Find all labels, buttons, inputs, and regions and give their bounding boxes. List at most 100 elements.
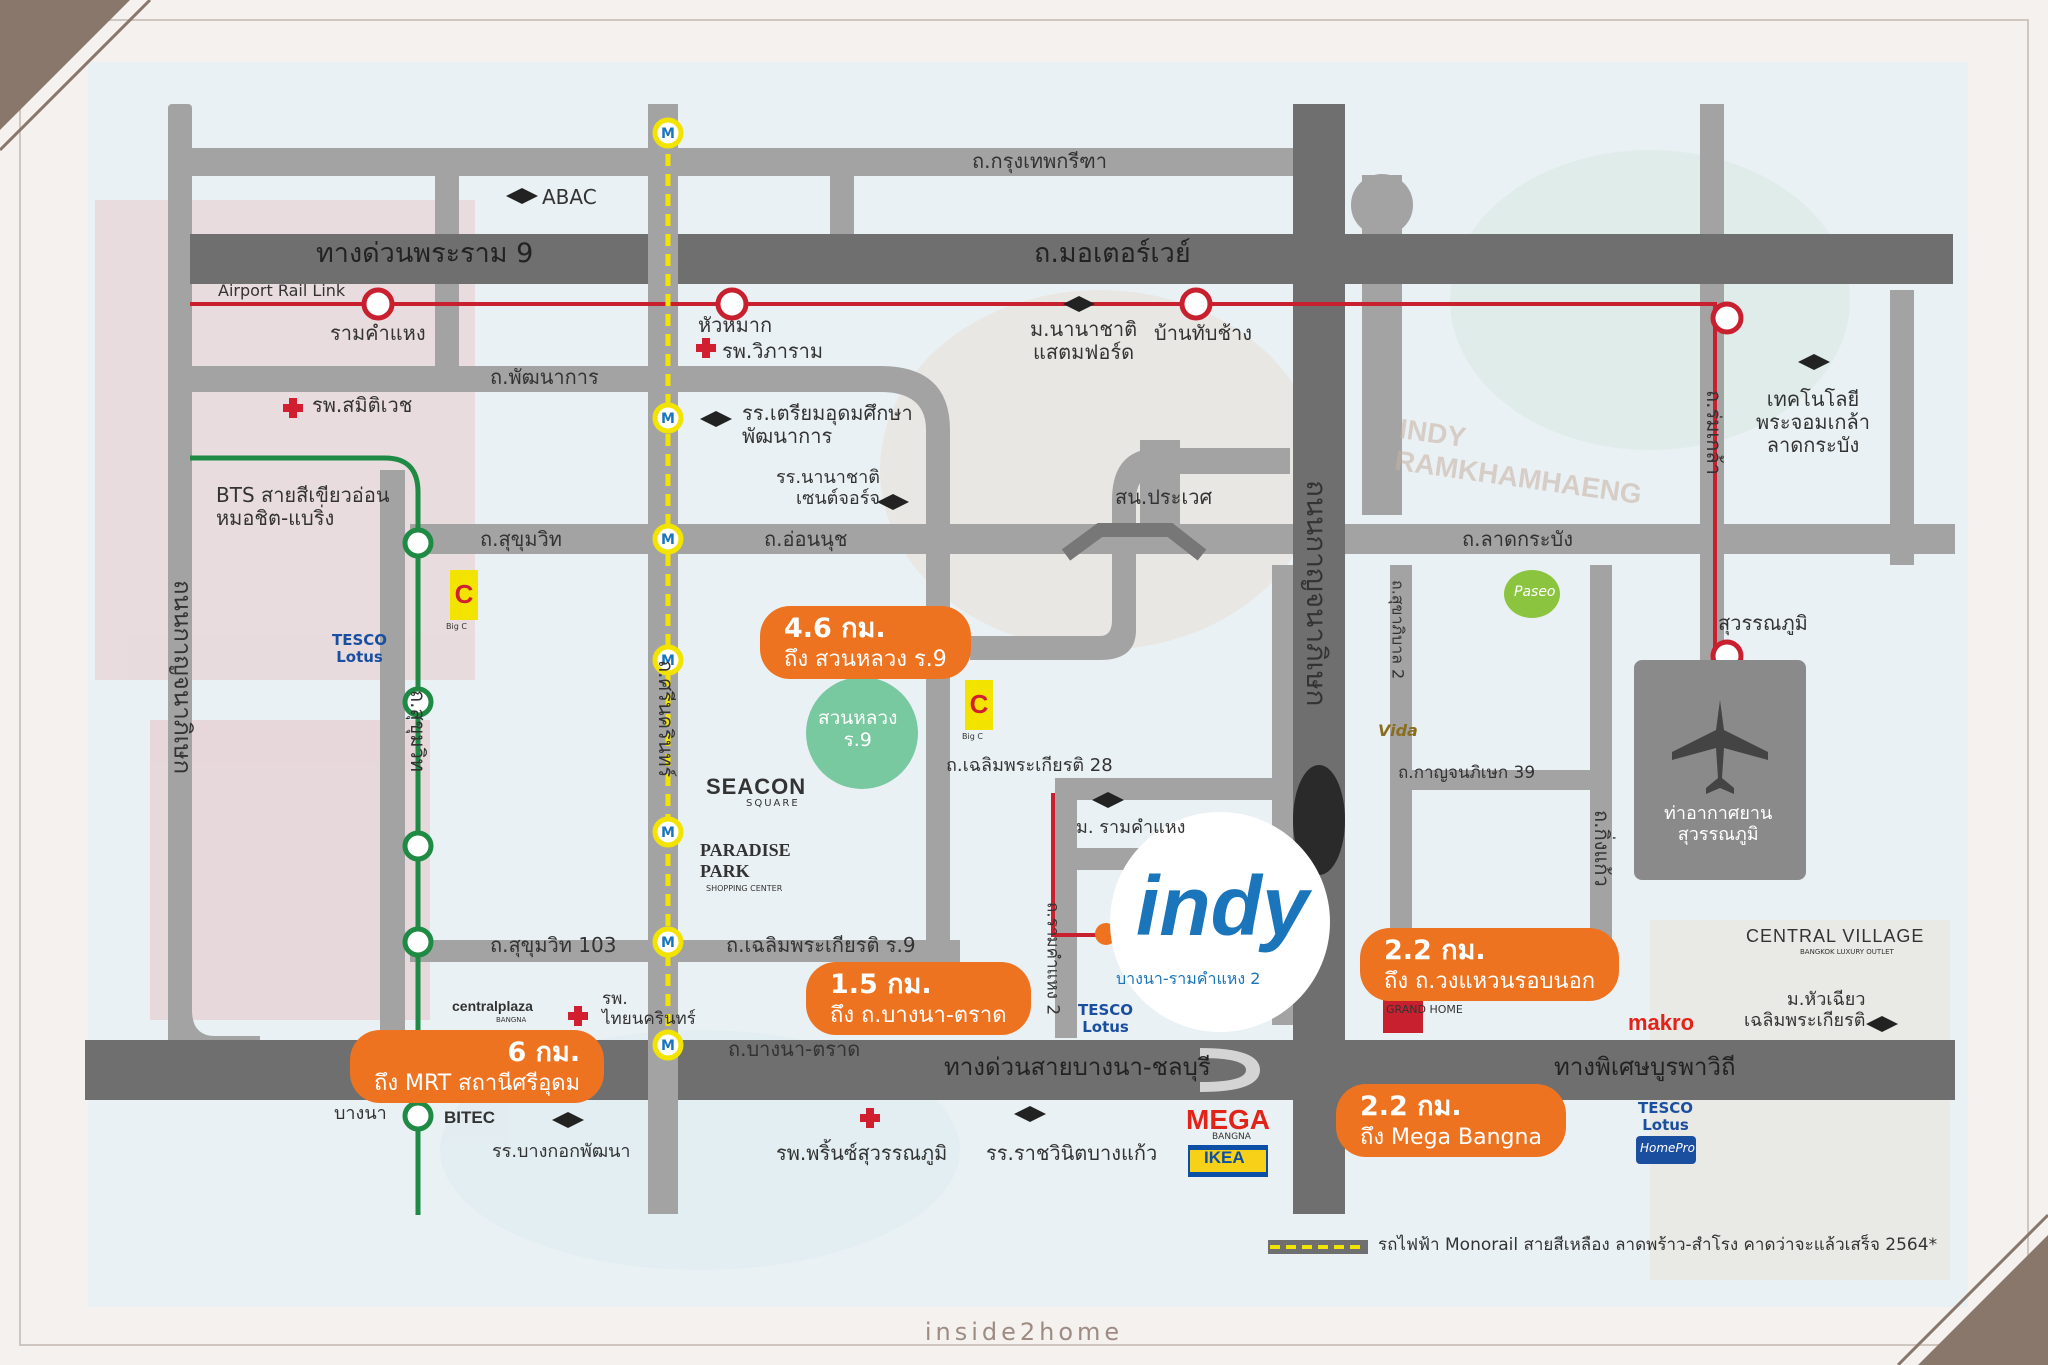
callout-suan-luang-km: 4.6 กม. bbox=[784, 613, 886, 644]
callout-outer-ring-km: 2.2 กม. bbox=[1384, 935, 1486, 966]
place-paseo: Paseo bbox=[1514, 584, 1556, 600]
svg-text:M: M bbox=[661, 532, 675, 548]
place-seacon: SEACON bbox=[706, 774, 807, 799]
place-bangkok-pattana: รร.บางกอกพัฒนา bbox=[492, 1141, 631, 1162]
place-central-village-sub: BANGKOK LUXURY OUTLET bbox=[1800, 948, 1894, 956]
place-stamford: ม.นานาชาติ แสตมฟอร์ด bbox=[1030, 317, 1138, 364]
indy-logo-subtitle: บางนา-รามคำแหง 2 bbox=[1116, 969, 1261, 988]
airplane-icon bbox=[1672, 700, 1768, 794]
road-kanchanaphisek39: ถ.กาญจนภิเษก 39 bbox=[1398, 763, 1536, 783]
place-ikea: IKEA bbox=[1204, 1148, 1245, 1167]
callout-mrt-text: ถึง MRT สถานีศรีอุดม bbox=[374, 1070, 581, 1096]
road-pattanakan: ถ.พัฒนาการ bbox=[490, 365, 599, 389]
legend-monorail: รถไฟฟ้า Monorail สายสีเหลือง ลาดพร้าว-สำ… bbox=[1378, 1235, 1938, 1255]
road-bangna-trad: ถ.บางนา-ตราด bbox=[728, 1037, 861, 1061]
place-tesco-3: TESCO Lotus bbox=[1638, 1099, 1694, 1135]
road-on-nut: ถ.อ่อนนุช bbox=[764, 527, 848, 551]
road-sukhaphiban2: ถ.สุขาภิบาล 2 bbox=[1388, 580, 1408, 680]
station-ramkhamhaeng: รามคำแหง bbox=[330, 321, 426, 345]
road-krungthep-kreetha: ถ.กรุงเทพกรีฑา bbox=[972, 149, 1107, 173]
callout-suan-luang: 4.6 กม. ถึง สวนหลวง ร.9 bbox=[760, 606, 971, 680]
road-motorway: ถ.มอเตอร์เวย์ bbox=[1034, 238, 1191, 269]
place-airport: ท่าอากาศยาน สุวรรณภูมิ bbox=[1664, 803, 1773, 845]
callout-suan-luang-text: ถึง สวนหลวง ร.9 bbox=[784, 646, 947, 672]
callout-bangna-trad-text: ถึง ถ.บางนา-ตราด bbox=[830, 1002, 1007, 1028]
road-ramkhamhaeng2: ถ.รามคำแหง 2 bbox=[1042, 902, 1063, 1016]
bts-line bbox=[190, 455, 421, 1215]
airport-rail-link-line bbox=[190, 302, 1717, 652]
frame-corner-top-left bbox=[0, 0, 130, 130]
svg-text:M: M bbox=[661, 126, 675, 142]
place-rs-wikaram: รพ.วิภาราม bbox=[722, 339, 824, 363]
road-romklao: ถ.ร่มเกล้า bbox=[1702, 390, 1726, 475]
label-bts-line: BTS สายสีเขียวอ่อน หมอชิต-แบริ่ง bbox=[216, 483, 390, 530]
flyover bbox=[1061, 523, 1207, 561]
paseo-logo bbox=[1504, 570, 1560, 618]
big-c-icons: C C bbox=[450, 570, 993, 730]
place-makro: makro bbox=[1628, 1010, 1695, 1035]
place-grand-home: GRAND HOME bbox=[1386, 1003, 1463, 1016]
label-prawet-police: สน.ประเวศ bbox=[1115, 485, 1213, 509]
road-srinakarin: ถ.ศรีนครินทร์ bbox=[654, 660, 678, 778]
expressways bbox=[85, 104, 1955, 1214]
road-sukhumvit-vertical: ถ.สุขุมวิท bbox=[406, 690, 430, 772]
svg-text:C: C bbox=[970, 689, 989, 719]
place-mega: MEGA bbox=[1186, 1104, 1270, 1135]
station-ban-thap-chang: บ้านทับช้าง bbox=[1154, 321, 1253, 345]
road-chalerm9: ถ.เฉลิมพระเกียรติ ร.9 bbox=[726, 933, 916, 957]
place-abac: ABAC bbox=[542, 185, 597, 209]
road-sukhumvit103: ถ.สุขุมวิท 103 bbox=[490, 933, 617, 957]
road-lat-krabang: ถ.ลาดกระบัง bbox=[1462, 527, 1573, 551]
svg-text:M: M bbox=[661, 825, 675, 841]
svg-text:M: M bbox=[661, 1038, 675, 1054]
road-burapha-withi: ทางพิเศษบูรพาวิถี bbox=[1554, 1053, 1736, 1081]
callout-mega-km: 2.2 กม. bbox=[1360, 1091, 1462, 1122]
callout-mrt-km: 6 กม. bbox=[507, 1037, 581, 1068]
place-vida: Vida bbox=[1378, 721, 1418, 740]
place-bitec: BITEC bbox=[444, 1108, 495, 1127]
suan-luang-park bbox=[806, 677, 918, 789]
callout-mrt: 6 กม. ถึง MRT สถานีศรีอุดม bbox=[350, 1030, 605, 1104]
road-king-kaeo: ถ.กิ่งแก้ว bbox=[1590, 810, 1614, 887]
grand-home-logo bbox=[1383, 995, 1423, 1033]
place-central-village: CENTRAL VILLAGE bbox=[1746, 926, 1925, 946]
callout-mega: 2.2 กม. ถึง Mega Bangna bbox=[1336, 1084, 1566, 1158]
minor-roads bbox=[168, 104, 1955, 1064]
place-princ-hospital: รพ.พริ้นซ์สุวรรณภูมิ bbox=[776, 1141, 948, 1165]
place-kmitl: เทคโนโลยี พระจอมเกล้า ลาดกระบัง bbox=[1756, 387, 1871, 457]
hospital-icons bbox=[283, 338, 880, 1128]
road-kanchanaphisek-east: ถนนกาญจนาภิเษก bbox=[1300, 480, 1334, 707]
place-st-george: รร.นานาชาติ เซนต์จอร์จ bbox=[776, 467, 880, 509]
place-mega-sub: BANGNA bbox=[1212, 1132, 1251, 1142]
station-huamak: หัวหมาก bbox=[698, 313, 773, 337]
place-tesco-2: TESCO Lotus bbox=[1078, 1001, 1134, 1037]
place-paradise: PARADISE PARK bbox=[700, 840, 791, 881]
monorail-stations bbox=[652, 117, 684, 1061]
place-ram-uni: ม. รามคำแหง bbox=[1076, 817, 1186, 838]
callout-mega-text: ถึง Mega Bangna bbox=[1360, 1124, 1542, 1150]
place-thai-nakarin: รพ. ไทยนครินทร์ bbox=[602, 989, 696, 1029]
footer-brand: inside2home bbox=[924, 1318, 1124, 1346]
indy-logo: indy bbox=[1136, 859, 1309, 953]
road-chalerm28: ถ.เฉลิมพระเกียรติ 28 bbox=[946, 755, 1113, 776]
project-route bbox=[1051, 793, 1105, 937]
svg-text:M: M bbox=[661, 653, 675, 669]
place-suan-luang: สวนหลวง ร.9 bbox=[818, 707, 898, 751]
road-sukhumvit: ถ.สุขุมวิท bbox=[480, 527, 562, 551]
place-rachawinit: รร.ราชวินิตบางแก้ว bbox=[986, 1141, 1158, 1165]
place-big-c-1: Big C bbox=[446, 622, 467, 631]
place-homepro: HomePro bbox=[1640, 1141, 1695, 1155]
place-big-c-2: Big C bbox=[962, 732, 983, 741]
place-rs-samitivej: รพ.สมิติเวช bbox=[312, 393, 413, 417]
airport-rail-stations bbox=[361, 287, 1744, 673]
callout-outer-ring: 2.2 กม. ถึง ถ.วงแหวนรอบนอก bbox=[1360, 928, 1620, 1002]
svg-text:M: M bbox=[661, 411, 675, 427]
callout-bangna-trad-km: 1.5 กม. bbox=[830, 969, 932, 1000]
place-seacon-sub: SQUARE bbox=[746, 798, 800, 809]
place-triam: รร.เตรียมอุดมศึกษา พัฒนาการ bbox=[742, 401, 913, 448]
place-central-plaza-sub: BANGNA bbox=[496, 1016, 527, 1024]
station-bangna: บางนา bbox=[334, 1103, 387, 1124]
road-kanchanaphisek-west: ถนนกาญจนาภิเษก bbox=[168, 580, 197, 775]
road-bangna-chonburi-expressway: ทางด่วนสายบางนา-ชลบุรี bbox=[944, 1053, 1211, 1081]
callout-bangna-trad: 1.5 กม. ถึง ถ.บางนา-ตราด bbox=[806, 962, 1031, 1036]
